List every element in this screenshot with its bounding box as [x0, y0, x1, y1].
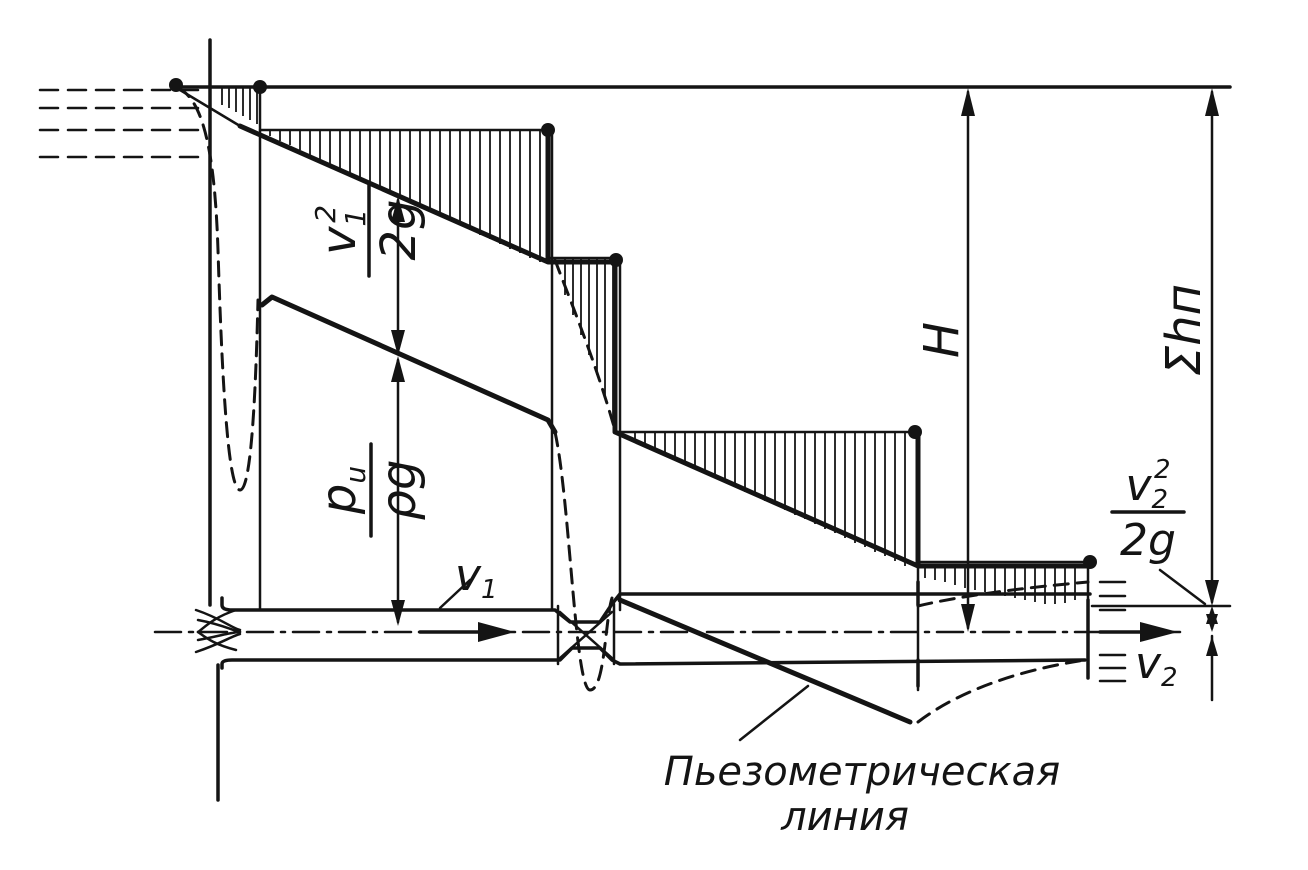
v1sq-sup: 2 — [309, 205, 342, 223]
contraction-dash-upper — [553, 258, 617, 432]
hatch-pipe1-friction — [269, 130, 541, 262]
label-pressure-over-rhog: pu ρg — [311, 442, 427, 538]
entrance-vena-contracta-dash — [176, 86, 260, 492]
label-v2: v2 — [1135, 638, 1178, 693]
dim-v2-squared — [1206, 606, 1218, 702]
v1sq-base: v — [311, 226, 367, 255]
v1sq-denominator: 2g — [371, 199, 427, 260]
label-v1sq-over-2g: v12 2g — [309, 182, 427, 278]
pressure-sub: u — [339, 466, 372, 484]
dim-H — [961, 88, 975, 632]
pipe-walls — [220, 592, 1092, 680]
piezometric-caption-line-1: Пьезометрическая — [664, 749, 1060, 795]
v1sq-sub: 1 — [339, 209, 372, 227]
svg-text:v22: v22 — [1125, 455, 1170, 515]
v2sq-base: v — [1125, 460, 1152, 511]
v2sq-pointer — [1158, 568, 1207, 606]
reservoir-water — [38, 88, 202, 159]
outlet-water — [1098, 580, 1127, 683]
hatch-entrance — [221, 88, 258, 124]
diffuser-dash-bottom — [916, 658, 1087, 724]
contraction-dash-lower — [553, 430, 614, 692]
pressure-denominator: ρg — [371, 460, 427, 521]
label-sum-hn: Σhп — [1156, 284, 1212, 376]
label-v2sq-over-2g: v22 2g — [1110, 455, 1186, 566]
energy-nodes — [169, 78, 1097, 569]
v2sq-denominator: 2g — [1120, 515, 1176, 566]
svg-text:pu: pu — [311, 466, 372, 515]
dim-pressure-head — [391, 356, 405, 626]
flow-arrow-1 — [418, 622, 515, 642]
v1-pointer — [438, 578, 472, 610]
v2-sub: 2 — [1161, 663, 1178, 693]
piezo-caption-pointer — [738, 684, 810, 742]
pressure-base: p — [311, 484, 367, 515]
label-H: H — [914, 322, 970, 358]
v2sq-sup: 2 — [1154, 455, 1171, 485]
piezometric-caption-line-2: линия — [780, 794, 909, 840]
v2sq-sub: 2 — [1151, 485, 1168, 515]
label-v1: v1 — [455, 550, 498, 605]
v1-sub: 1 — [481, 575, 498, 605]
dim-v1-squared — [391, 196, 405, 356]
svg-text:v12: v12 — [309, 205, 372, 255]
piezometric-line-diffuser — [617, 597, 913, 725]
v1-base: v — [455, 550, 482, 601]
piezometric-line — [259, 294, 558, 435]
hatch-diffuser-loss — [924, 565, 1076, 604]
v2-base: v — [1135, 638, 1162, 689]
flow-arrow-2 — [1098, 622, 1178, 642]
dim-sum-hn — [1205, 88, 1219, 606]
